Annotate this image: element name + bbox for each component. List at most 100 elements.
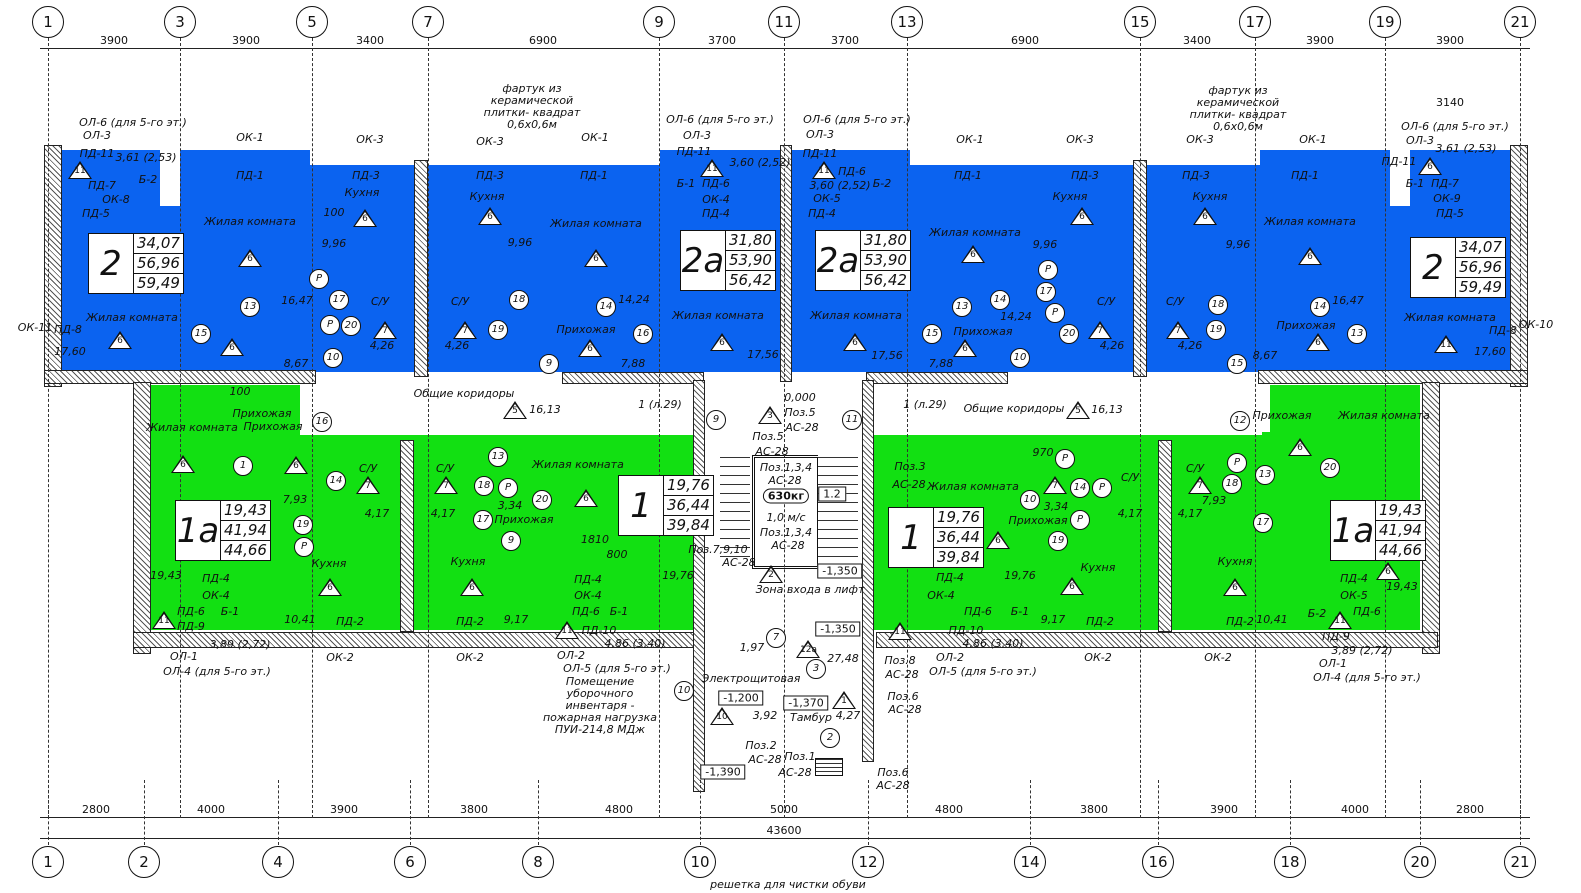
door-or-position-marker: 15 xyxy=(191,324,211,344)
triangle-number: 11 xyxy=(158,616,170,626)
axis-line xyxy=(1158,780,1159,845)
door-or-position-marker: 19 xyxy=(293,515,313,535)
plan-label: ПД-6 xyxy=(177,605,205,618)
plan-label: ПД-11 xyxy=(802,147,838,160)
room-triangle-marker: 11 xyxy=(1328,611,1352,629)
plan-label: Жилая комната xyxy=(927,480,1019,493)
axis-line xyxy=(1140,38,1141,818)
plan-label: ОЛ-1 xyxy=(170,650,198,663)
apartment-type: 1а xyxy=(1331,501,1376,560)
plan-label: ОК-9 xyxy=(1433,192,1461,205)
room-triangle-marker: 7 xyxy=(434,476,458,494)
door-or-position-marker: 20 xyxy=(341,316,361,336)
plan-label: Кухня xyxy=(344,186,380,199)
axis-marker-bottom: 21 xyxy=(1504,846,1536,878)
plan-label: ОЛ-3 xyxy=(1406,134,1434,147)
dimension-bottom: 3800 xyxy=(1080,803,1108,816)
plan-label: С/У xyxy=(1120,471,1140,484)
door-or-position-marker: 19 xyxy=(488,320,508,340)
door-or-position-marker: 9 xyxy=(539,354,559,374)
plan-label: ПД-6 xyxy=(702,177,730,190)
triangle-number: 6 xyxy=(852,338,858,348)
apartment-area: 44,66 xyxy=(1379,541,1422,559)
plan-label: 7,88 xyxy=(620,357,646,370)
plan-label: 4,26 xyxy=(1099,339,1125,352)
plan-label: 4,17 xyxy=(1117,507,1143,520)
dimension-3140: 3140 xyxy=(1436,96,1464,109)
plan-label: 100 xyxy=(323,206,345,219)
axis-line xyxy=(312,38,313,818)
balcony-gap xyxy=(160,148,180,206)
door-or-position-marker: 17 xyxy=(329,290,349,310)
axis-line xyxy=(700,780,701,845)
door-or-position-marker: P xyxy=(498,478,518,498)
plan-label: 17,56 xyxy=(747,348,779,361)
plan-label: 4,86 (3,40) xyxy=(604,637,666,650)
door-or-position-marker: 2 xyxy=(820,728,840,748)
plan-label: Жилая комната xyxy=(532,458,624,471)
dimension-bottom: 2800 xyxy=(1456,803,1484,816)
plan-label: С/У xyxy=(370,295,390,308)
plan-label: ПД-4 xyxy=(202,572,230,585)
apartment-area: 56,42 xyxy=(864,271,907,289)
plan-label: ПД-11 xyxy=(79,147,115,160)
plan-label: Жилая комната xyxy=(1264,215,1356,228)
plan-label: ОК-4 xyxy=(574,589,602,602)
door-or-position-marker: 20 xyxy=(532,490,552,510)
triangle-number: 6 xyxy=(583,494,589,504)
wall xyxy=(866,372,1008,384)
stairs[interactable] xyxy=(720,455,750,565)
plan-label: ОК-3 xyxy=(356,133,384,146)
plan-label: ПД-2 xyxy=(1226,615,1254,628)
plan-label: Прихожая xyxy=(1008,514,1068,527)
room-triangle-marker: 6 xyxy=(1223,578,1247,596)
plan-label: 9,96 xyxy=(321,237,347,250)
triangle-number: 11 xyxy=(894,627,906,637)
door-or-position-marker: 9 xyxy=(706,410,726,430)
apartment-area: 39,84 xyxy=(937,548,980,566)
plan-label: 1 (л.29) xyxy=(903,398,947,411)
plan-label: ОК-1 xyxy=(1299,133,1327,146)
plan-label: ПД-10 xyxy=(581,624,617,637)
axis-marker-top: 17 xyxy=(1239,6,1271,38)
room-triangle-marker: 6 xyxy=(238,249,262,267)
triangle-number: 6 xyxy=(229,343,235,353)
ventilation-shaft xyxy=(1158,440,1172,632)
stairs[interactable] xyxy=(818,455,858,565)
plan-label: 8,67 xyxy=(1252,349,1278,362)
triangle-number: 3 xyxy=(767,411,773,421)
door-or-position-marker: 13 xyxy=(240,297,260,317)
plan-label: фартук из керамической плитки- квадрат 0… xyxy=(483,82,581,131)
plan-label: ПД-2 xyxy=(336,615,364,628)
plan-label: Кухня xyxy=(469,190,505,203)
plan-label: Прихожая xyxy=(953,325,1013,338)
plan-label: Жилая комната xyxy=(810,309,902,322)
plan-label: Жилая комната xyxy=(146,421,238,434)
apartment-area: 19,76 xyxy=(664,476,713,496)
plan-label: Поз.5 xyxy=(752,430,784,443)
triangle-number: 6 xyxy=(995,536,1001,546)
apartment-area: 53,90 xyxy=(726,251,775,271)
plan-label: Общие коридоры xyxy=(963,402,1065,415)
room-triangle-marker: 6 xyxy=(220,338,244,356)
plan-label: Б-2 xyxy=(872,177,892,190)
door-or-position-marker: 20 xyxy=(1059,324,1079,344)
plan-label: ОК-2 xyxy=(326,651,354,664)
elevation-mark: -1,350 xyxy=(815,621,861,637)
wall xyxy=(876,632,1438,648)
plan-label: ОК-4 xyxy=(927,589,955,602)
door-or-position-marker: 15 xyxy=(1227,354,1247,374)
plan-label: Кухня xyxy=(450,555,486,568)
plan-label: Жилая комната xyxy=(204,215,296,228)
plan-label: ОЛ-4 (для 5-го эт.) xyxy=(163,665,271,678)
axis-marker-top: 11 xyxy=(768,6,800,38)
plan-label: Кухня xyxy=(1192,190,1228,203)
elevation-mark: -1,350 xyxy=(817,563,863,579)
plan-label: Жилая комната xyxy=(86,311,178,324)
triangle-number: 6 xyxy=(1069,582,1075,592)
axis-line xyxy=(868,780,869,845)
axis-line xyxy=(410,780,411,845)
plan-label: 3,89 (2,72) xyxy=(209,638,271,651)
plan-label: Кухня xyxy=(311,557,347,570)
